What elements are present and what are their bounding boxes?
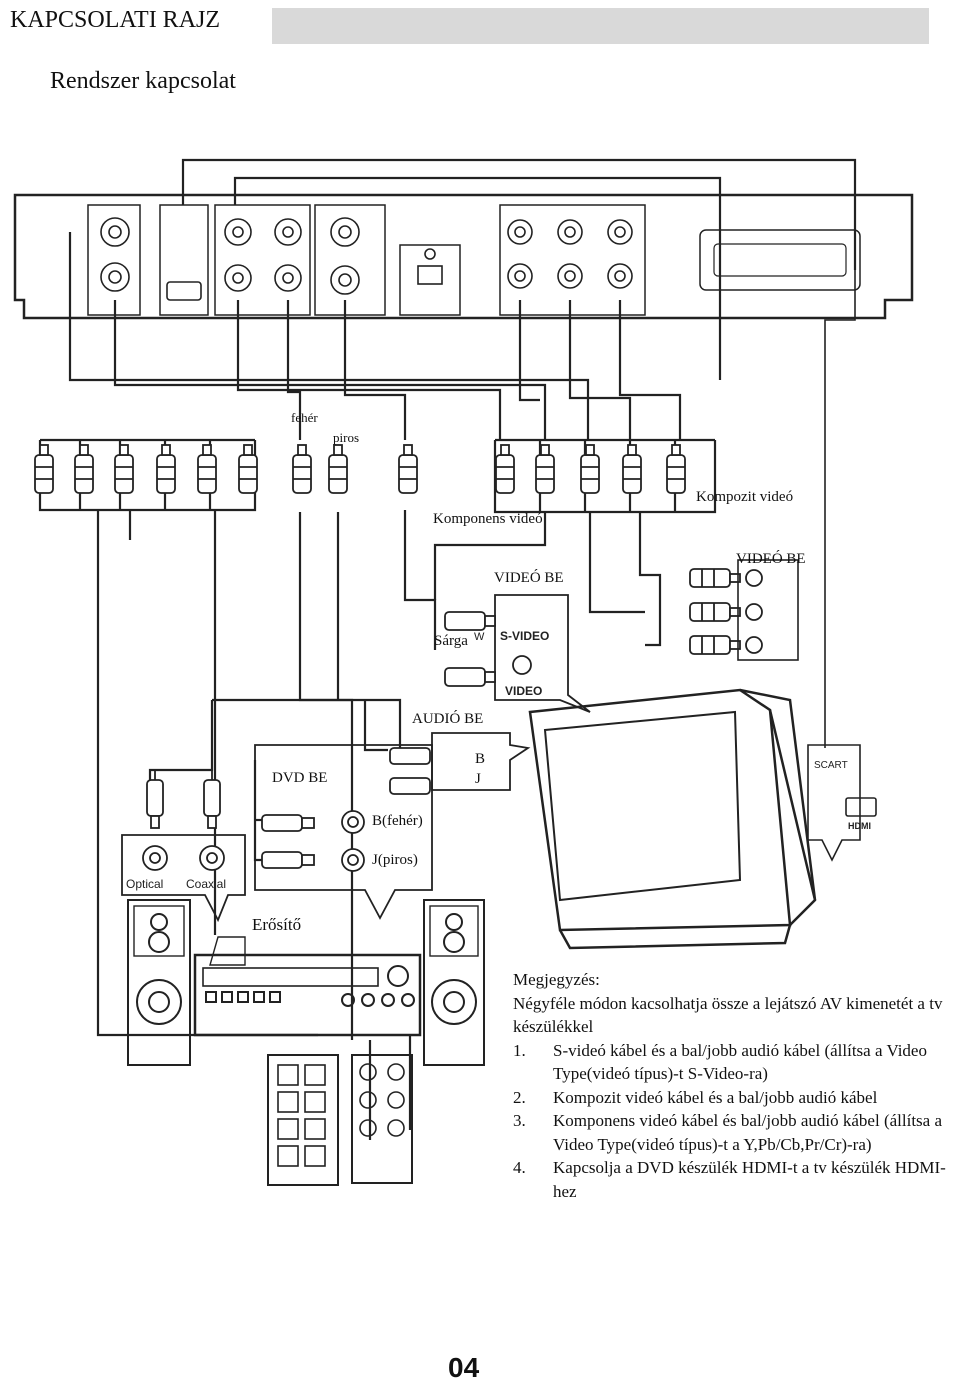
label-composite-video: Kompozit videó (696, 489, 794, 505)
header-bar (272, 8, 929, 44)
label-audio-in: AUDIÓ BE (412, 711, 484, 727)
label-amplifier: Erősítő (252, 915, 302, 934)
video-label: VIDEO (505, 684, 542, 698)
w-label: W (474, 631, 485, 643)
notes-item-text: Kapcsolja a DVD készülék HDMI-t a tv kés… (553, 1158, 946, 1201)
notes-item-number: 3. (513, 1111, 526, 1130)
page-number: 04 (448, 1352, 480, 1383)
notes-item: 3. Komponens videó kábel és bal/jobb aud… (513, 1109, 953, 1156)
s-video-label: S-VIDEO (500, 629, 549, 643)
svideo-box (444, 594, 591, 713)
television (528, 688, 817, 950)
label-component-video: Komponens videó (433, 511, 543, 527)
notes-block: Megjegyzés: Négyféle módon kacsolhatja ö… (513, 968, 953, 1203)
notes-item: 4. Kapcsolja a DVD készülék HDMI-t a tv … (513, 1156, 953, 1203)
optical-label: Optical (126, 877, 163, 891)
dvd-back-panel (13, 193, 914, 320)
notes-item-text: Komponens videó kábel és bal/jobb audió … (553, 1111, 943, 1154)
label-yellow: Sárga (434, 633, 468, 649)
notes-intro: Négyféle módon kacsolhatja össze a leját… (513, 993, 943, 1037)
digital-audio-box (121, 770, 246, 923)
tv-scart-hdmi-callout (807, 270, 877, 862)
page-header-title: KAPCSOLATI RAJZ (10, 7, 221, 33)
label-b: B (475, 751, 486, 767)
notes-item-number: 2. (513, 1087, 526, 1107)
coaxial-label: Coaxial (186, 877, 226, 891)
speaker-terminals (267, 1054, 413, 1186)
amplifier-system (127, 899, 485, 1066)
label-j-red: J(piros) (372, 852, 418, 868)
label-white: fehér (291, 410, 318, 425)
notes-item-number: 1. (513, 1040, 526, 1060)
audio-in-box (389, 732, 531, 795)
notes-item-text: Kompozit videó kábel és a bal/jobb audió… (553, 1087, 878, 1107)
dvd-in-box (254, 744, 433, 920)
label-red: piros (333, 430, 359, 445)
hdmi-label: HDMI (848, 821, 871, 831)
notes-item: 1. S-videó kábel és a bal/jobb audió káb… (513, 1039, 953, 1086)
tv-component-plugs (689, 559, 799, 661)
label-dvd-in: DVD BE (272, 770, 328, 786)
notes-item-text: S-videó kábel és a bal/jobb audió kábel … (553, 1040, 927, 1084)
notes-title: Megjegyzés: (513, 970, 600, 989)
scart-label: SCART (814, 760, 848, 771)
notes-item: 2. Kompozit videó kábel és a bal/jobb au… (513, 1086, 953, 1110)
rca-plugs (34, 444, 686, 494)
label-video-in-right: VIDEÓ BE (736, 551, 806, 567)
section-title: Rendszer kapcsolat (50, 68, 236, 94)
panel-jacks (100, 217, 633, 301)
label-video-in-center: VIDEÓ BE (494, 570, 564, 586)
label-b-white: B(fehér) (372, 813, 423, 829)
notes-item-number: 4. (513, 1158, 526, 1177)
label-j: J (475, 771, 481, 787)
